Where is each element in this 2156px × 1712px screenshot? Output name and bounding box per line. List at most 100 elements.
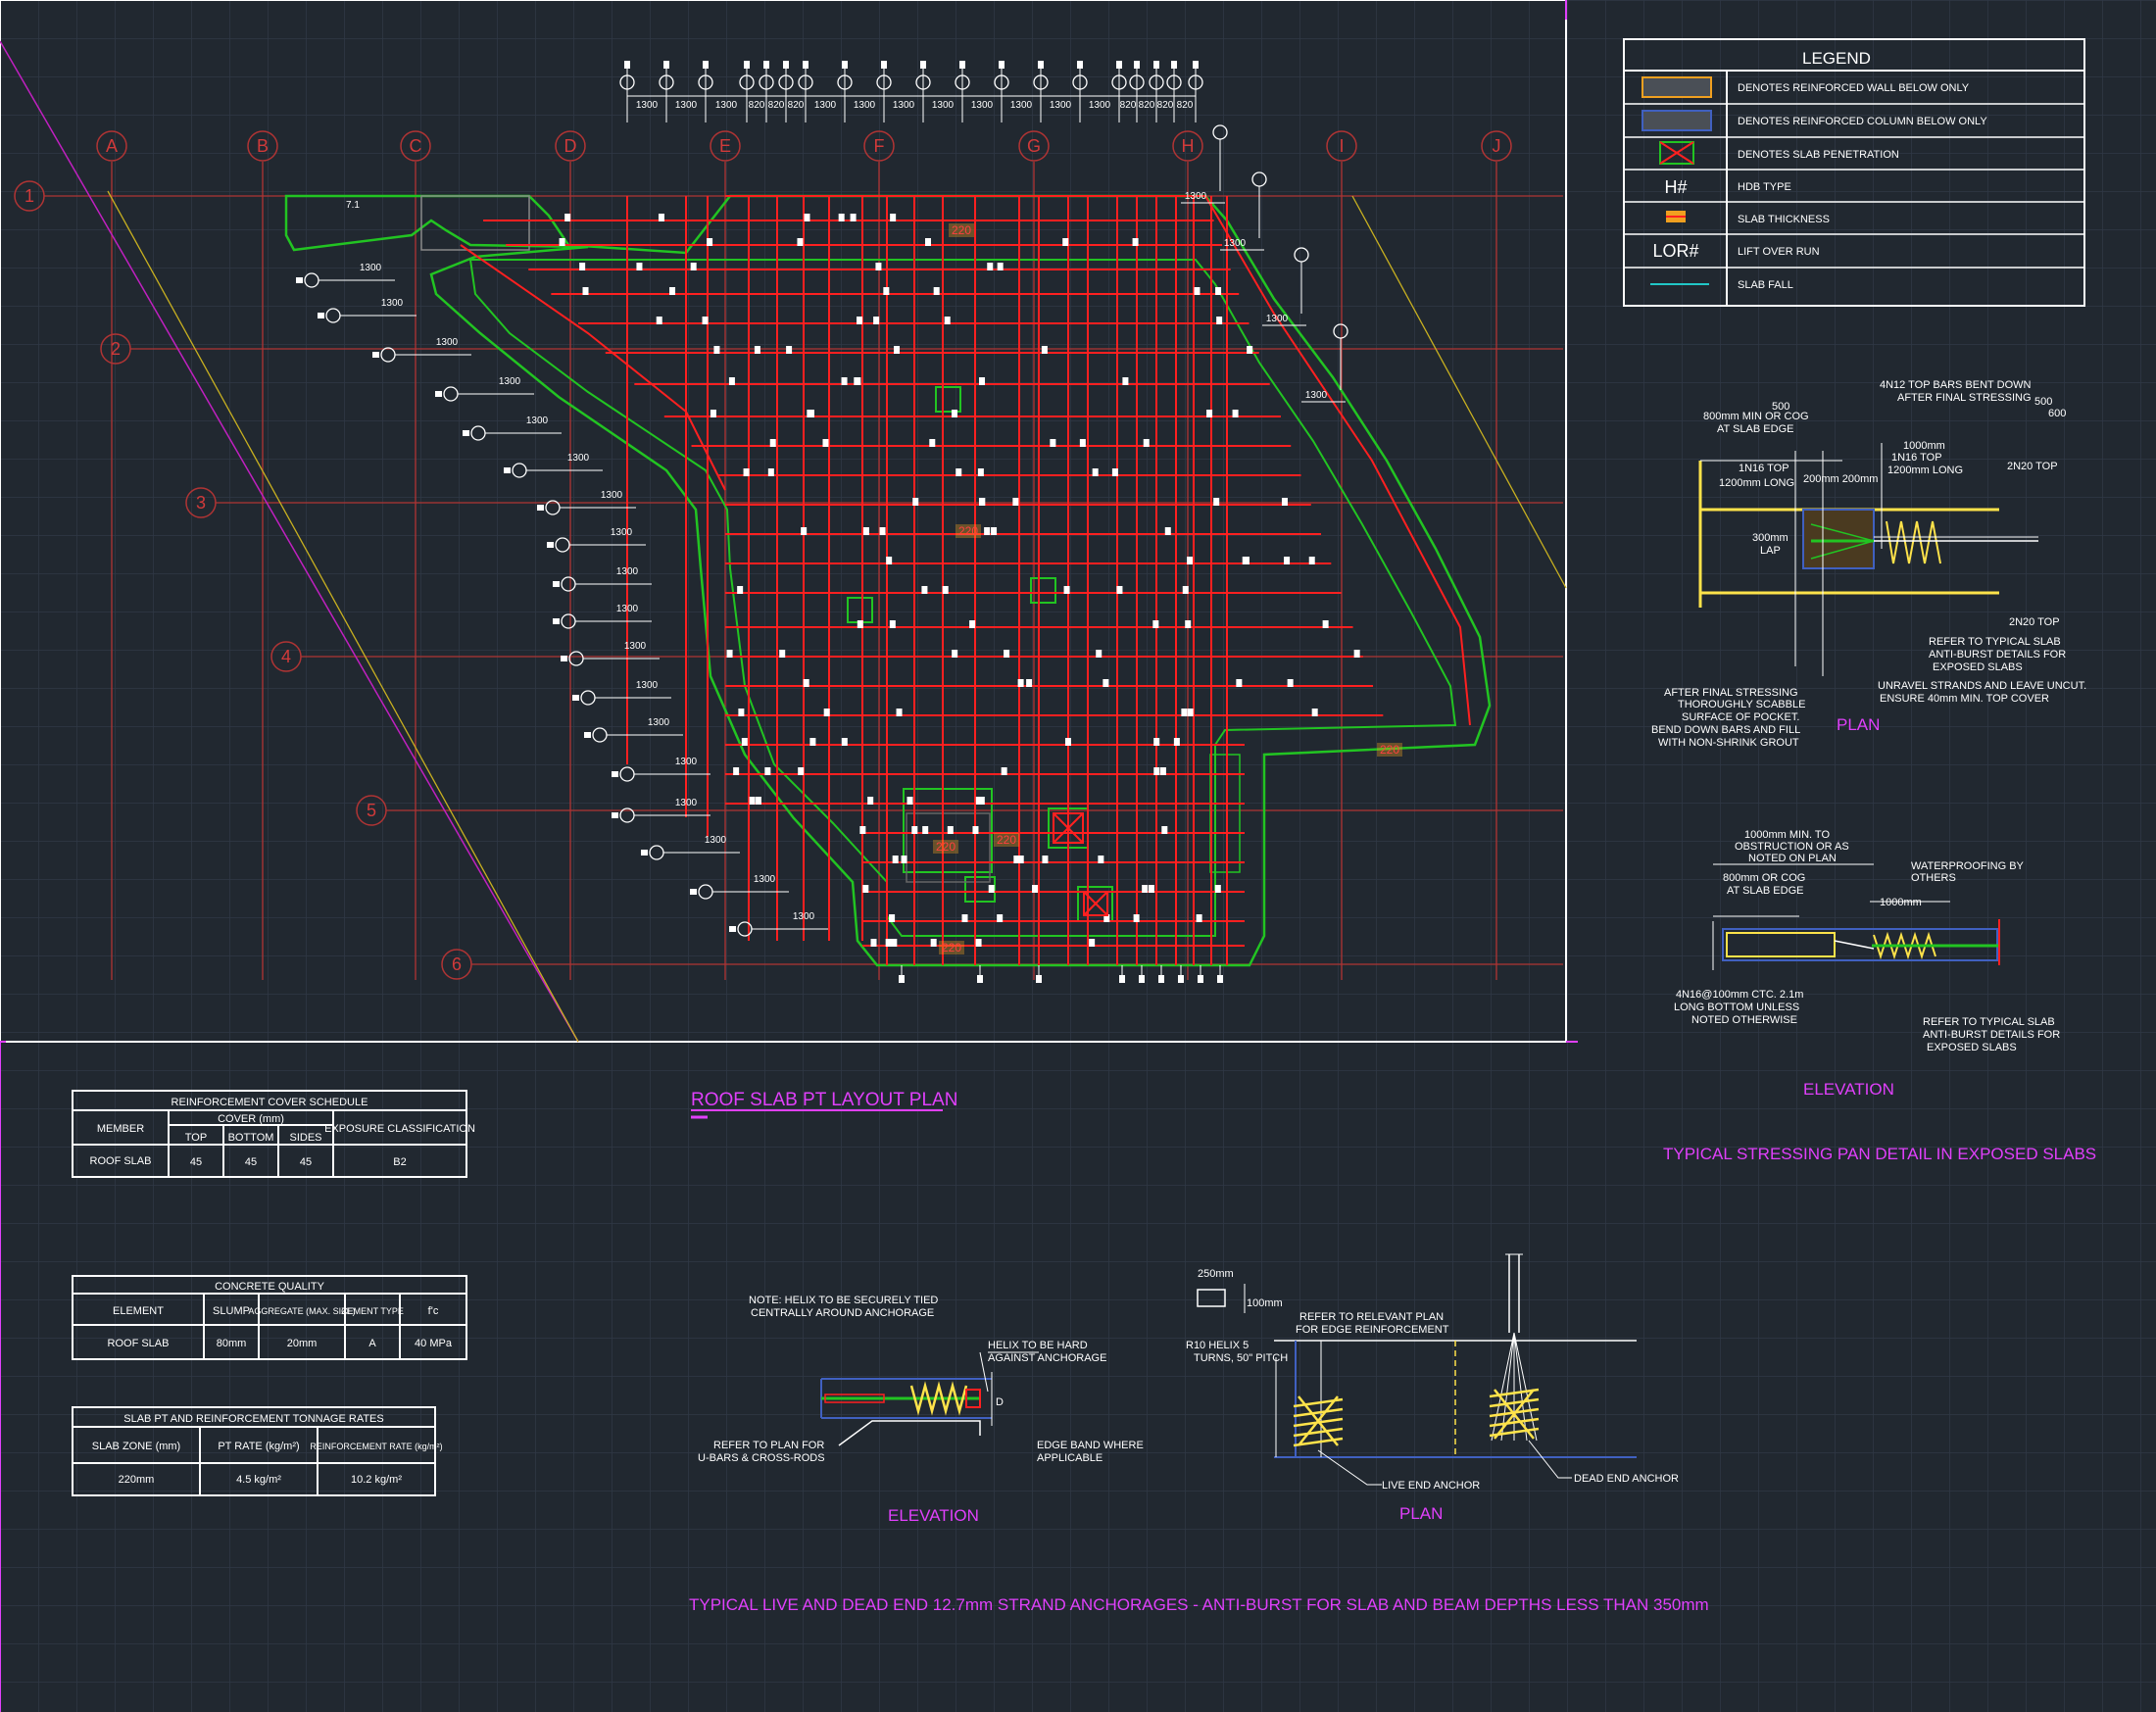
dimension-label: 1300 — [971, 100, 994, 111]
dimension-label: 1300 — [754, 874, 776, 885]
anchor-note: R10 HELIX 5 — [1186, 1340, 1249, 1351]
edge-anchor-dimension: 1300 — [729, 911, 828, 937]
dimension-label: 7.1 — [346, 200, 360, 211]
hdb-type-icon: H# — [1664, 177, 1687, 197]
legend-title: LEGEND — [1802, 49, 1871, 68]
anchor-note: REFER TO PLAN FOR — [713, 1440, 824, 1451]
thickness-label: 220 — [1380, 743, 1399, 757]
grid-letter: B — [257, 136, 269, 156]
pan-note: LONG BOTTOM UNLESS — [1674, 1002, 1799, 1013]
table-cell: 4.5 kg/m² — [236, 1474, 281, 1486]
thickness-label: 220 — [936, 840, 956, 854]
table-header: EXPOSURE CLASSIFICATION — [324, 1123, 475, 1135]
dimension-label: 1300 — [854, 100, 876, 111]
pan-note: OBSTRUCTION OR AS — [1735, 841, 1849, 853]
pan-note: 2N20 TOP — [2007, 461, 2058, 472]
grid-bubble: 5 — [356, 795, 387, 826]
dimension-label: 1300 — [1224, 238, 1247, 249]
table-title: SLAB PT AND REINFORCEMENT TONNAGE RATES — [123, 1413, 383, 1425]
grid-bubble: A — [96, 130, 127, 162]
grid-letter: I — [1339, 136, 1344, 156]
concrete-quality-text: CONCRETE QUALITY ELEMENT SLUMP AGGREGATE… — [108, 1281, 453, 1349]
pan-note: REFER TO TYPICAL SLAB — [1929, 636, 2061, 648]
edge-anchor-dimension: 1300 — [584, 717, 683, 743]
pan-note: AT SLAB EDGE — [1727, 885, 1803, 897]
dimension-label: 1300 — [675, 798, 698, 808]
dimension-label: 1300 — [932, 100, 955, 111]
anchorage-elevation-detail: D NOTE: HELIX TO BE SECURELY TIED CENTRA… — [698, 1295, 1144, 1525]
dimension-label: 1300 — [636, 100, 659, 111]
edge-anchor-dimension: 1300 — [537, 490, 636, 515]
anchor-note: DEAD END ANCHOR — [1574, 1473, 1679, 1485]
cover-schedule-text: REINFORCEMENT COVER SCHEDULE MEMBER COVE… — [90, 1097, 475, 1168]
pan-note: 1N16 TOP — [1891, 452, 1942, 464]
concrete-quality-table — [72, 1275, 467, 1360]
dimension-label: 820 — [788, 100, 805, 111]
grid-letter: C — [410, 136, 422, 156]
pan-note: ANTI-BURST DETAILS FOR — [1929, 649, 2066, 660]
table-header: SLAB ZONE (mm) — [92, 1441, 180, 1452]
dimension-label: 1300 — [793, 911, 815, 922]
edge-anchor-dimension: 1300 — [296, 263, 395, 288]
anchorage-plan-detail: 250mm 100mm REFER TO RELEVANT PLAN FOR E… — [1186, 1253, 1679, 1523]
dimension-label: 1300 — [648, 717, 670, 728]
edge-anchor-dimension: 1300 — [1181, 124, 1228, 204]
dimension-label: 1300 — [624, 641, 647, 652]
dimension-label: 1300 — [814, 100, 837, 111]
dimension-label: 820 — [768, 100, 785, 111]
dim-label: D — [996, 1396, 1004, 1408]
slab-thickness-tag: 220 — [949, 223, 974, 237]
table-header: COVER (mm) — [218, 1113, 284, 1125]
anchor-note: EDGE BAND WHERE — [1037, 1440, 1144, 1451]
dimension-label: 1300 — [1305, 390, 1328, 401]
pan-note: THOROUGHLY SCABBLE — [1678, 699, 1805, 710]
table-cell: 10.2 kg/m² — [351, 1474, 402, 1486]
pan-note: SURFACE OF POCKET. — [1682, 711, 1799, 723]
pan-elevation-title: ELEVATION — [1803, 1080, 1894, 1099]
pan-note: 4N16@100mm CTC. 2.1m — [1676, 989, 1803, 1001]
edge-anchor-dimension: 1300 — [504, 453, 603, 478]
anchor-note: REFER TO RELEVANT PLAN — [1299, 1311, 1444, 1323]
thickness-label: 220 — [958, 524, 978, 538]
edge-anchor-dimension: 1300 — [318, 298, 416, 323]
plan-title: ROOF SLAB PT LAYOUT PLAN — [691, 1090, 957, 1110]
edge-anchor-dimension: 1300 — [1262, 247, 1309, 326]
penetration-swatch-icon — [1659, 141, 1694, 165]
pan-note: BEND DOWN BARS AND FILL — [1651, 724, 1800, 736]
pan-note: 800mm OR COG — [1723, 872, 1805, 884]
pan-note: 4N12 TOP BARS BENT DOWN — [1880, 379, 2032, 391]
pan-note: 1200mm LONG — [1719, 477, 1794, 489]
grid-bubble: I — [1326, 130, 1357, 162]
pan-note: 300mm — [1752, 532, 1788, 544]
dimension-label: 1300 — [499, 376, 521, 387]
edge-anchor-dimension: 1300 — [463, 416, 562, 441]
grid-bubble: H — [1172, 130, 1203, 162]
pan-note: WITH NON-SHRINK GROUT — [1658, 737, 1799, 749]
pan-note: NOTED ON PLAN — [1748, 853, 1837, 864]
pan-note: 1000mm — [1880, 897, 1922, 908]
grid-letter: J — [1493, 136, 1501, 156]
grid-bubble: 1 — [14, 180, 45, 212]
dimension-label: 1300 — [705, 835, 727, 846]
wall-swatch-icon — [1642, 76, 1712, 98]
pan-note: UNRAVEL STRANDS AND LEAVE UNCUT. — [1878, 680, 2086, 692]
slab-thickness-tag: 220 — [956, 524, 981, 538]
anchor-elevation-title: ELEVATION — [888, 1506, 979, 1525]
table-cell: 45 — [300, 1156, 312, 1168]
legend-label: HDB TYPE — [1738, 181, 1791, 193]
dimension-label: 1300 — [381, 298, 404, 309]
pan-note: 2N20 TOP — [2009, 616, 2060, 628]
slab-thickness-tag: 220 — [1377, 743, 1402, 757]
grid-bubble: J — [1481, 130, 1512, 162]
dim-label: 250mm — [1198, 1268, 1234, 1280]
legend-label: LIFT OVER RUN — [1738, 246, 1820, 258]
table-cell: 80mm — [217, 1338, 247, 1349]
table-header: CEMENT TYPE — [341, 1306, 404, 1316]
dimension-label: 1300 — [636, 680, 659, 691]
stressing-pan-plan-detail: 500 500 600 4N12 TOP BARS BENT DOWN AFTE… — [1651, 379, 2086, 749]
grid-letter: A — [106, 136, 118, 156]
grid-number: 3 — [196, 493, 206, 513]
table-cell: 45 — [245, 1156, 257, 1168]
